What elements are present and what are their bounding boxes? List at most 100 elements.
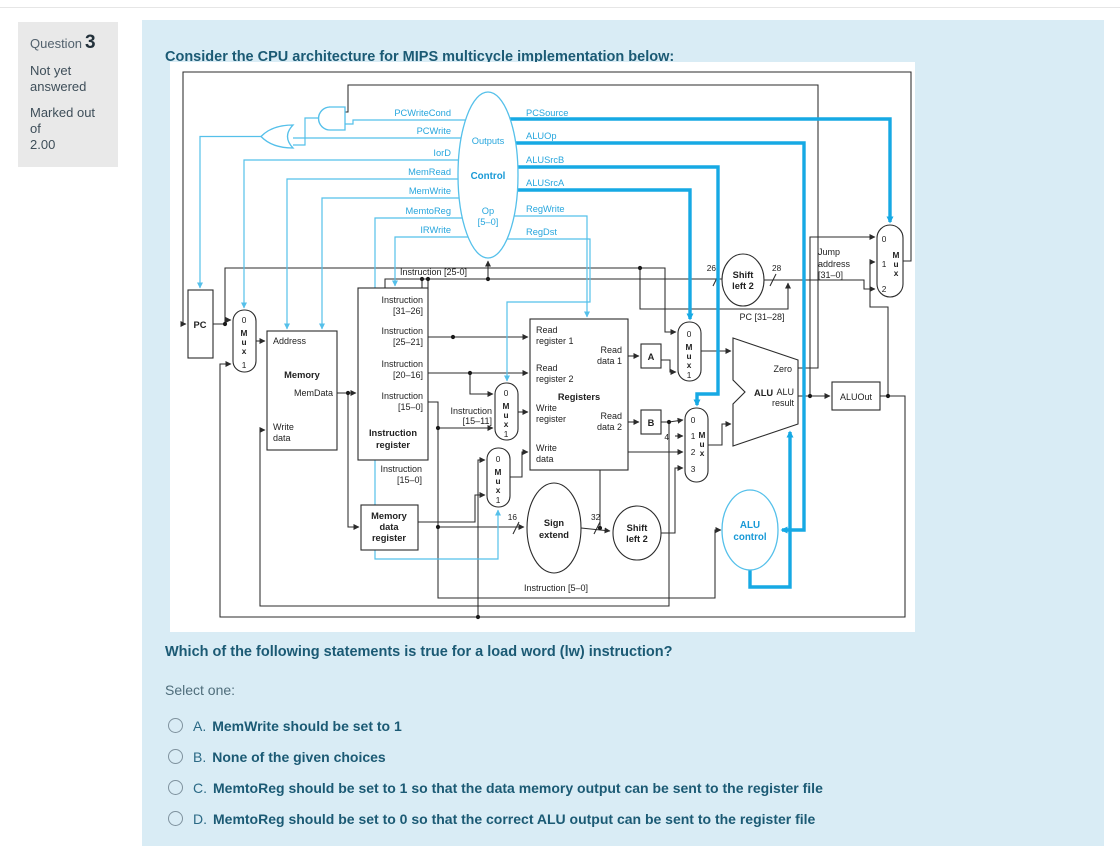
ir-out-label1: Instruction xyxy=(380,464,422,474)
datapath-svg: Outputs Control Op [5–0] PCWriteCond PCW… xyxy=(180,71,912,620)
control-name-label: Control xyxy=(471,171,506,182)
mux-m: M xyxy=(503,401,510,411)
option-b[interactable]: B. None of the given choices xyxy=(168,741,823,772)
mux-0: 0 xyxy=(496,454,501,464)
question-label: Question xyxy=(30,36,83,51)
option-letter: A. xyxy=(193,717,207,734)
alusrcb-mux xyxy=(684,407,709,483)
signal-pcwrite: PCWrite xyxy=(417,126,451,136)
regs-wda: Write xyxy=(536,443,557,453)
instr-15-11-label2: [15–11] xyxy=(463,416,492,426)
memory-write-label: Write xyxy=(273,422,294,432)
mux-u: u xyxy=(893,259,898,269)
mux-u: u xyxy=(699,439,704,449)
radio-button-a[interactable] xyxy=(168,718,183,733)
mux-0: 0 xyxy=(242,315,247,325)
width-32: 32 xyxy=(591,512,601,522)
mux-0: 0 xyxy=(687,329,692,339)
option-text[interactable]: MemWrite should be set to 1 xyxy=(212,717,402,734)
instr-15-11-label1: Instruction xyxy=(450,406,492,416)
mux-u: u xyxy=(503,410,508,420)
pcsource-mux xyxy=(876,224,904,298)
alu-control-label2: control xyxy=(733,532,766,543)
mux-0: 0 xyxy=(882,234,887,244)
option-text[interactable]: None of the given choices xyxy=(212,748,386,765)
pc-register xyxy=(187,289,214,359)
control-op-label: Op xyxy=(482,206,494,216)
mux-x: x xyxy=(700,448,705,458)
instruction-register xyxy=(357,287,429,461)
mux-m: M xyxy=(495,467,502,477)
shift-bottom-label2: left 2 xyxy=(626,534,648,544)
regs-rd1a: Read xyxy=(600,345,622,355)
option-c[interactable]: C. MemtoReg should be set to 1 so that t… xyxy=(168,772,823,803)
shift-top-label2: left 2 xyxy=(732,281,754,291)
mux-1: 1 xyxy=(496,495,501,505)
sign-extend-label2: extend xyxy=(539,530,569,540)
alu-result-label2: result xyxy=(772,398,795,408)
aluout-register xyxy=(831,381,881,411)
ir-field3a: Instruction xyxy=(381,359,423,369)
datapath-wires xyxy=(180,71,912,620)
mux-m: M xyxy=(699,430,706,440)
option-text[interactable]: MemtoReg should be set to 1 so that the … xyxy=(213,779,823,796)
instr-5-0-label: Instruction [5–0] xyxy=(524,583,588,593)
mux-1: 1 xyxy=(691,431,696,441)
mux-x: x xyxy=(894,268,899,278)
alu-control xyxy=(721,489,779,571)
mdr-label3: register xyxy=(372,533,406,543)
regs-wrb: register xyxy=(536,414,566,424)
regs-rr1a: Read xyxy=(536,325,558,335)
signal-aluop: ALUOp xyxy=(526,131,557,141)
jump-label2: address xyxy=(818,259,851,269)
alu xyxy=(732,337,799,447)
memory-address-label: Address xyxy=(273,336,307,346)
option-letter: B. xyxy=(193,748,207,765)
radio-button-b[interactable] xyxy=(168,749,183,764)
shift-left-2-bottom xyxy=(612,505,662,561)
pc-label: PC xyxy=(194,320,207,330)
a-label: A xyxy=(648,352,655,362)
or-gate xyxy=(260,124,295,149)
memory-name-label: Memory xyxy=(284,370,320,380)
regs-rd1b: data 1 xyxy=(597,356,622,366)
memory-data-register xyxy=(360,504,419,551)
top-divider xyxy=(0,7,1120,8)
answer-options: A. MemWrite should be set to 1 B. None o… xyxy=(168,710,823,834)
ir-field4a: Instruction xyxy=(381,391,423,401)
question-status: Not yet answered xyxy=(30,63,87,95)
registers-unit xyxy=(529,318,629,471)
option-a[interactable]: A. MemWrite should be set to 1 xyxy=(168,710,823,741)
mdr-label2: data xyxy=(379,522,399,532)
mux-x: x xyxy=(504,419,509,429)
signal-memread: MemRead xyxy=(408,167,451,177)
width-28: 28 xyxy=(772,263,782,273)
option-d[interactable]: D. MemtoReg should be set to 0 so that t… xyxy=(168,803,823,834)
regs-wra: Write xyxy=(536,403,557,413)
regs-rr2b: register 2 xyxy=(536,374,574,384)
mux-x: x xyxy=(242,346,247,356)
alu-zero-label: Zero xyxy=(773,364,792,374)
mux-1: 1 xyxy=(687,370,692,380)
alu-control-label1: ALU xyxy=(740,520,760,531)
and-gate xyxy=(317,106,346,131)
radio-button-d[interactable] xyxy=(168,811,183,826)
signal-regdst: RegDst xyxy=(526,227,557,237)
option-text[interactable]: MemtoReg should be set to 0 so that the … xyxy=(213,810,816,827)
shift-bottom-label1: Shift xyxy=(627,523,648,533)
control-unit xyxy=(457,91,519,259)
question-content-panel: Consider the CPU architecture for MIPS m… xyxy=(142,20,1104,846)
mux-1: 1 xyxy=(882,259,887,269)
question-text: Which of the following statements is tru… xyxy=(165,644,673,660)
ir-field4b: [15–0] xyxy=(398,402,423,412)
select-one-label: Select one: xyxy=(165,682,236,698)
radio-button-c[interactable] xyxy=(168,780,183,795)
components xyxy=(187,91,904,574)
regs-wdb: data xyxy=(536,454,554,464)
mips-datapath-diagram: Outputs Control Op [5–0] PCWriteCond PCW… xyxy=(170,62,915,632)
signal-alusrcb: ALUSrcB xyxy=(526,155,564,165)
mux-0: 0 xyxy=(504,388,509,398)
